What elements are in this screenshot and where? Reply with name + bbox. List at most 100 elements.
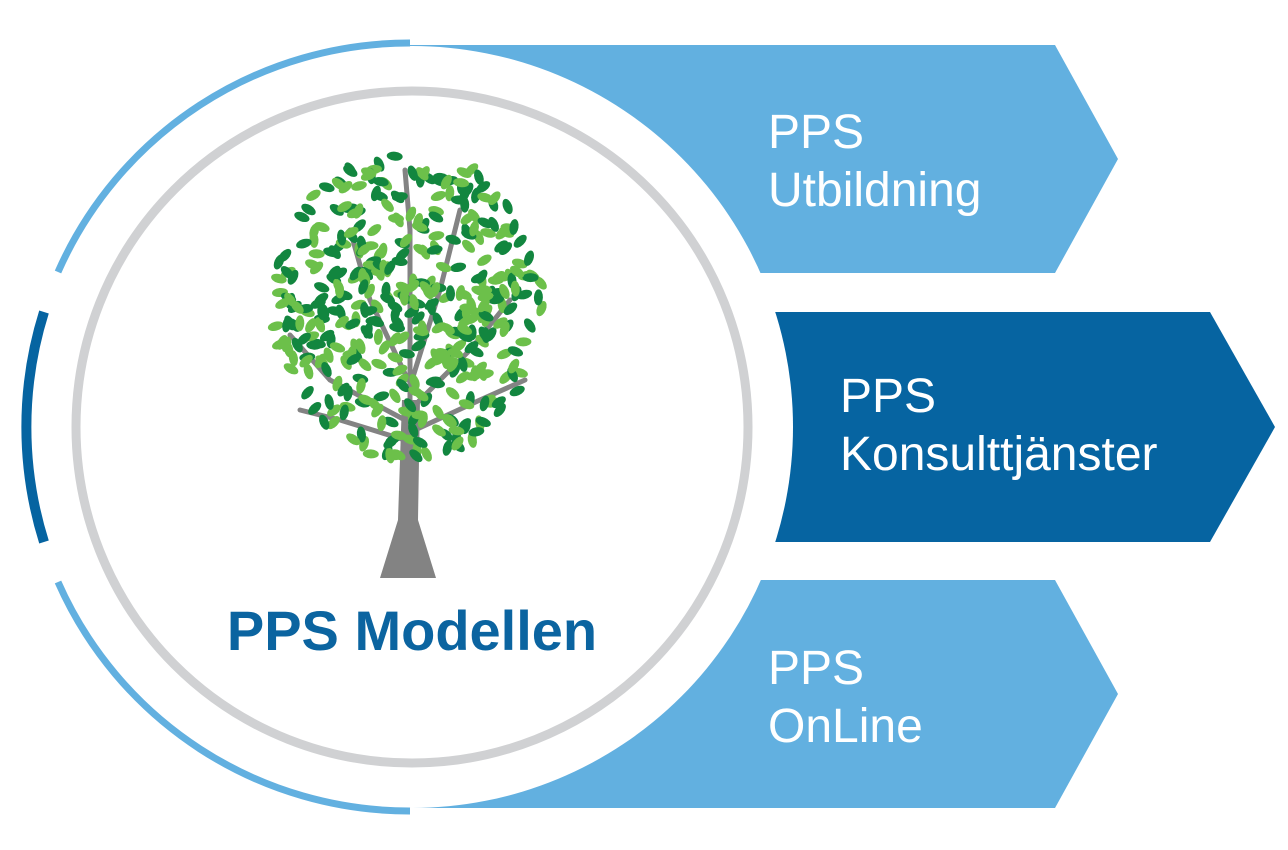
leaf bbox=[419, 244, 431, 260]
line2: Konsulttjänster bbox=[840, 428, 1158, 481]
leaf bbox=[408, 422, 419, 438]
leaf bbox=[283, 363, 299, 375]
leaf bbox=[308, 401, 322, 415]
leaf bbox=[267, 321, 284, 332]
leaf bbox=[445, 234, 461, 245]
leaf bbox=[476, 181, 491, 193]
leaf bbox=[361, 306, 378, 316]
line1: PPS bbox=[768, 106, 865, 159]
leaf bbox=[296, 238, 312, 249]
leaf bbox=[299, 354, 313, 368]
leaf bbox=[360, 170, 377, 181]
leaf bbox=[371, 299, 384, 314]
leaf bbox=[491, 270, 506, 284]
leaf bbox=[389, 388, 401, 403]
leaf bbox=[284, 341, 294, 358]
leaf bbox=[409, 374, 420, 390]
leaf bbox=[314, 221, 330, 233]
leaf bbox=[284, 292, 297, 307]
leaf bbox=[511, 258, 528, 269]
leaf bbox=[513, 234, 527, 248]
leaf bbox=[417, 320, 427, 337]
leaf bbox=[327, 404, 341, 417]
leaf bbox=[399, 289, 409, 306]
leaf bbox=[396, 378, 410, 393]
leaf bbox=[510, 280, 520, 297]
leaf bbox=[271, 273, 287, 284]
leaf bbox=[426, 245, 443, 255]
leaf bbox=[477, 292, 494, 302]
leaf bbox=[373, 328, 383, 345]
leaf bbox=[494, 240, 509, 253]
leaf bbox=[294, 211, 310, 223]
leaf bbox=[509, 219, 519, 235]
leaf bbox=[409, 449, 423, 463]
leaf bbox=[509, 385, 525, 397]
leaf bbox=[389, 332, 401, 347]
leaf bbox=[469, 220, 479, 237]
arrow-utbildning-label: PPS Utbildning bbox=[768, 104, 981, 220]
leaf bbox=[493, 403, 506, 417]
leaf bbox=[435, 262, 452, 273]
leaf bbox=[306, 189, 321, 201]
leaf bbox=[384, 260, 396, 275]
leaf bbox=[432, 424, 446, 437]
leaf bbox=[278, 248, 292, 263]
leaf bbox=[448, 426, 465, 436]
outer-arc-bottom bbox=[54, 580, 411, 815]
leaf bbox=[360, 325, 373, 339]
leaf bbox=[327, 265, 341, 280]
leaf bbox=[297, 332, 311, 345]
leaf bbox=[323, 347, 334, 363]
leaf bbox=[372, 177, 389, 187]
leaf bbox=[522, 273, 539, 283]
leaf bbox=[308, 249, 325, 259]
leaf bbox=[460, 212, 475, 225]
leaf bbox=[306, 340, 323, 350]
leaf bbox=[392, 364, 408, 376]
leaf bbox=[358, 358, 372, 372]
leaf bbox=[443, 414, 457, 427]
leaf bbox=[405, 279, 420, 293]
leaf bbox=[355, 338, 366, 354]
leaf bbox=[318, 303, 330, 319]
tree-icon bbox=[267, 151, 547, 578]
leaf bbox=[495, 227, 510, 240]
leaf bbox=[275, 298, 291, 309]
leaf bbox=[383, 436, 398, 449]
leaf bbox=[453, 178, 470, 188]
leaf bbox=[442, 440, 453, 456]
leaf bbox=[475, 416, 491, 427]
arrow-konsulttjanster[interactable] bbox=[700, 312, 1275, 542]
leaf bbox=[488, 216, 499, 232]
line2: Utbildning bbox=[768, 164, 982, 217]
leaf bbox=[398, 349, 415, 359]
leaf bbox=[496, 348, 512, 360]
leaf bbox=[461, 304, 471, 321]
leaf bbox=[411, 221, 428, 232]
leaf bbox=[323, 247, 339, 258]
leaf bbox=[475, 269, 488, 284]
leaf bbox=[451, 436, 464, 451]
leaf bbox=[480, 228, 496, 238]
leaf bbox=[399, 233, 413, 248]
leaf bbox=[523, 318, 536, 333]
leaf bbox=[455, 371, 470, 384]
leaf bbox=[319, 414, 330, 430]
leaf bbox=[478, 369, 494, 379]
leaf bbox=[386, 151, 403, 161]
leaf bbox=[356, 426, 366, 443]
leaf bbox=[503, 302, 518, 316]
leaf bbox=[381, 198, 394, 212]
leaf bbox=[498, 242, 513, 256]
leaf bbox=[337, 201, 352, 213]
leaf bbox=[409, 294, 419, 310]
leaf bbox=[329, 342, 346, 353]
leaf bbox=[337, 382, 350, 397]
leaf bbox=[408, 386, 424, 397]
leaf bbox=[358, 279, 369, 295]
line2: OnLine bbox=[768, 700, 923, 753]
leaf bbox=[349, 266, 362, 281]
leaf bbox=[327, 416, 340, 430]
leaf bbox=[415, 167, 429, 181]
